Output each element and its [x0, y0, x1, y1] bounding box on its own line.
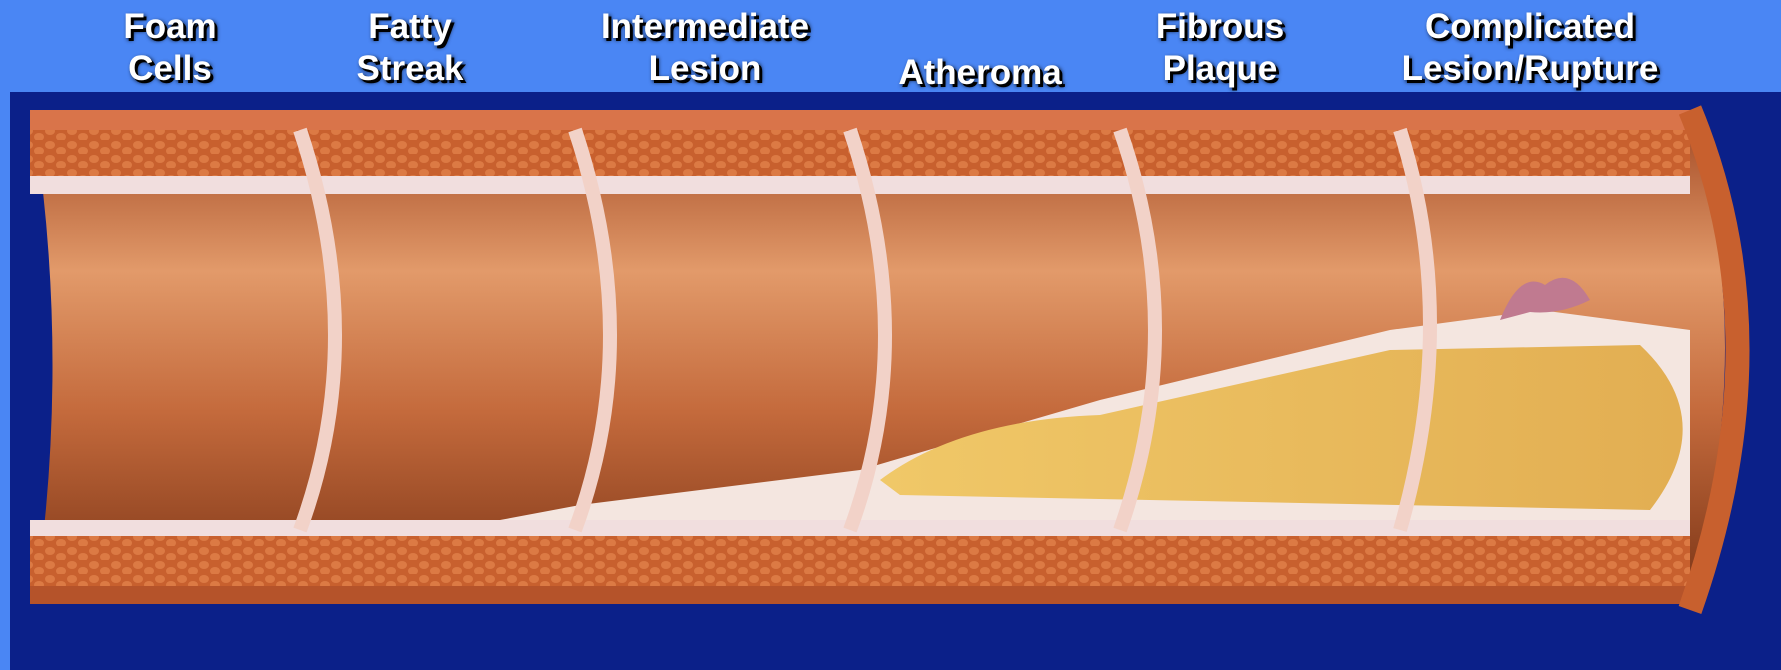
top-wall-outer: [30, 110, 1690, 130]
bottom-muscle-layer: [30, 536, 1690, 586]
bottom-wall-outer: [30, 586, 1690, 604]
